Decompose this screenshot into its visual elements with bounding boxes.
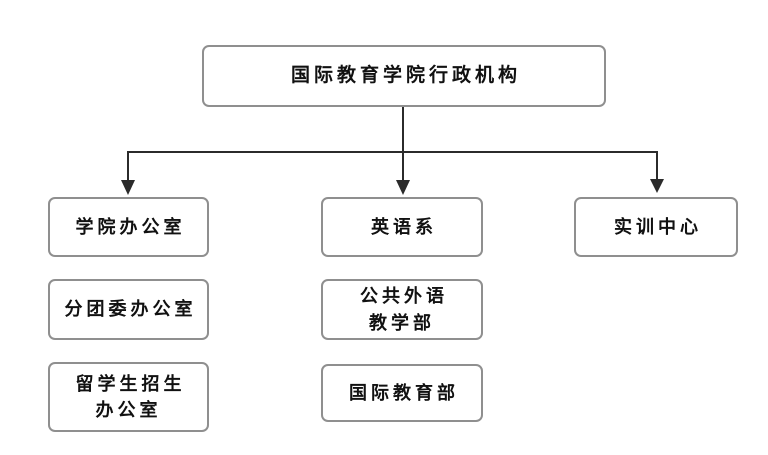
node-youth-league-office: 分团委办公室 xyxy=(48,279,209,340)
node-english-dept: 英语系 xyxy=(321,197,483,257)
arrowhead-left-icon xyxy=(121,180,135,195)
arrowhead-middle-icon xyxy=(396,180,410,195)
node-training-center: 实训中心 xyxy=(574,197,738,257)
arrowhead-right-icon xyxy=(650,179,664,193)
node-college-office: 学院办公室 xyxy=(48,197,209,257)
node-public-foreign-language-teaching-dept: 公共外语 教学部 xyxy=(321,279,483,340)
node-admin-structure-root: 国际教育学院行政机构 xyxy=(202,45,606,107)
node-intl-education-dept: 国际教育部 xyxy=(321,364,483,422)
node-intl-student-admissions-office: 留学生招生 办公室 xyxy=(48,362,209,432)
